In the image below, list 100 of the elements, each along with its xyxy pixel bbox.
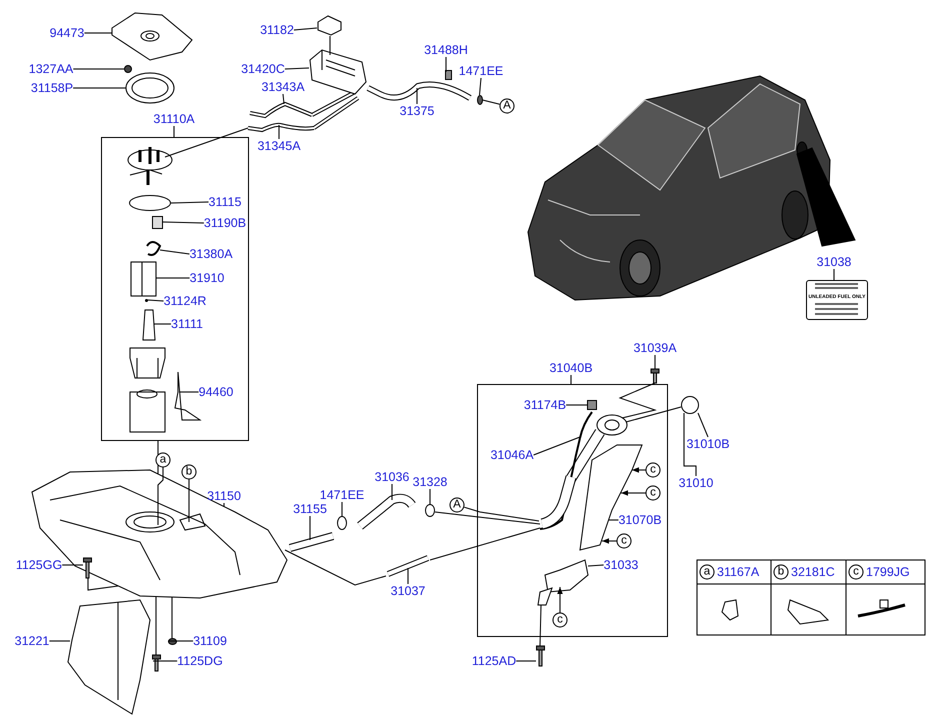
filter-drawing: [130, 261, 158, 298]
cover-drawing: [110, 12, 194, 62]
part-number: 31115: [208, 195, 242, 209]
leader-line: [284, 68, 310, 70]
callout-letter: a: [156, 452, 170, 468]
arrow: [632, 467, 646, 473]
leader-line: [698, 412, 708, 438]
part-number: 1471EE: [458, 64, 504, 78]
leader-line: [88, 578, 118, 591]
callout-letter: c: [616, 534, 632, 548]
regulator-drawing: [152, 216, 163, 229]
cap-drawing: [316, 14, 343, 37]
part-number: 31038: [816, 255, 852, 269]
leader-line: [158, 467, 164, 526]
leader-line: [162, 222, 204, 224]
clamp-icon: [425, 504, 435, 517]
filler-cap-drawing: [596, 414, 628, 436]
group-frame: [477, 384, 668, 637]
leader-line: [482, 100, 500, 105]
group-frame: [101, 137, 249, 441]
part-number: 31109: [193, 634, 227, 648]
clamp-icon: [337, 516, 347, 530]
part-number: 31155: [293, 502, 327, 516]
arrow: [620, 490, 646, 496]
part-number: 31182: [260, 23, 294, 37]
leader-line: [684, 412, 696, 476]
part-number: 31150: [207, 489, 241, 503]
part-number: 1125AD: [472, 654, 516, 668]
arrow: [602, 538, 617, 544]
part-number: 1471EE: [320, 488, 364, 502]
bolt-icon: [82, 557, 93, 579]
leader-line: [588, 564, 604, 566]
part-number: 31039A: [633, 341, 677, 355]
part-number: 31488H: [424, 43, 468, 57]
callout-letter: c: [646, 486, 660, 500]
leader-line: [618, 382, 657, 418]
leader-line: [168, 640, 194, 642]
fuel-door-drawing: [681, 396, 699, 414]
leader-line: [516, 660, 536, 662]
leader-line: [170, 202, 210, 204]
part-number: 31040B: [549, 361, 593, 375]
part-number: 31111: [171, 317, 203, 331]
leader-line: [654, 354, 656, 370]
leader-line: [48, 640, 70, 642]
callout-letter: c: [646, 462, 660, 478]
part-number: 31124R: [164, 294, 206, 308]
part-number: 94473: [50, 26, 84, 40]
leader-line: [188, 479, 190, 522]
callout-letter: c: [848, 564, 864, 580]
clip-icon: [445, 70, 452, 80]
leader-line: [62, 564, 84, 566]
part-number: 32181C: [791, 565, 835, 579]
arrow: [557, 586, 563, 613]
seal-ring-drawing: [125, 72, 175, 104]
callout-letter: a: [700, 564, 714, 580]
part-number: 31010: [678, 476, 714, 490]
pipe-drawing: [286, 530, 337, 553]
leader-line: [416, 88, 418, 104]
callout-letter: b: [774, 564, 788, 580]
part-number: 31420C: [241, 62, 285, 76]
leader-line: [152, 660, 178, 662]
canister-drawing: [308, 48, 368, 96]
leader-line: [84, 32, 112, 34]
part-number: 31380A: [189, 247, 233, 261]
part-number: 31910: [190, 271, 224, 285]
callout-letter: b: [182, 464, 196, 480]
leader-line: [430, 528, 540, 560]
part-number: 31190B: [204, 216, 246, 230]
leader-line: [160, 250, 190, 254]
leader-line: [282, 94, 284, 104]
part-number: 94460: [198, 385, 234, 399]
part-number: 31037: [390, 584, 426, 598]
bolt-icon: [535, 645, 546, 667]
leader-line: [533, 436, 580, 456]
part-number: 1125DG: [177, 654, 223, 668]
part-number: 31036: [374, 470, 410, 484]
nut-icon: [124, 65, 132, 73]
leader-line: [278, 124, 280, 140]
part-number: 31010B: [686, 437, 730, 451]
part-number: 31174B: [524, 398, 566, 412]
part-number: 31375: [400, 104, 434, 118]
screw-icon: [648, 368, 662, 384]
leader-line: [147, 300, 164, 302]
part-number: 31343A: [261, 80, 305, 94]
part-number: 31158P: [30, 81, 74, 95]
leader-line: [72, 68, 124, 70]
leader-line: [164, 128, 248, 158]
pump-motor-drawing: [142, 309, 157, 342]
clip-icon: [587, 400, 597, 410]
callout-letter: c: [552, 612, 568, 628]
part-number: 31328: [412, 475, 448, 489]
heat-shield-drawing: [66, 598, 152, 716]
cable-drawing: [578, 411, 594, 440]
leader-line: [570, 374, 572, 384]
seal-icon: [144, 298, 148, 302]
bolt-icon: [151, 654, 162, 672]
bracket-drawing: [536, 558, 590, 608]
leader-line: [434, 512, 540, 524]
callout-letter: A: [500, 98, 514, 114]
clamp-icon: [476, 94, 482, 104]
